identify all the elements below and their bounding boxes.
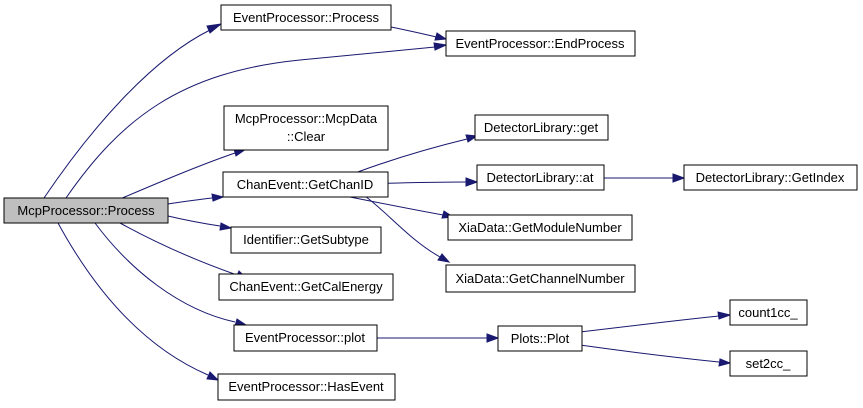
node-label: DetectorLibrary::at: [487, 170, 594, 185]
node-label: XiaData::GetChannelNumber: [455, 271, 625, 286]
edge-getchanid-to-getmodule: [344, 195, 444, 216]
node-label-line1: McpProcessor::McpData: [235, 111, 378, 126]
edge-root-to-getcalenergy: [119, 222, 238, 276]
arrowhead: [219, 222, 233, 231]
arrowhead: [486, 333, 500, 343]
edge-getchanid-to-getchannel: [364, 195, 441, 258]
node-label: McpProcessor::Process: [17, 203, 155, 218]
edge-getchanid-to-detlib-get: [354, 138, 468, 174]
node-chanevent-getchanid[interactable]: ChanEvent::GetChanID: [222, 171, 389, 198]
node-label: EventProcessor::plot: [245, 330, 365, 345]
edge-root-to-ep-process: [43, 29, 211, 199]
node-label: DetectorLibrary::get: [484, 120, 599, 135]
node-label: count1cc_: [738, 305, 798, 320]
edge-root-to-getsubtype: [167, 215, 221, 227]
edge-root-to-getchanid: [167, 197, 213, 205]
edge-root-to-ep-plot: [94, 222, 236, 323]
node-count1cc[interactable]: count1cc_: [729, 299, 808, 326]
arrowhead: [433, 42, 448, 51]
edge-ep-process-to-endprocess: [390, 26, 437, 38]
node-eventprocessor-plot[interactable]: EventProcessor::plot: [233, 324, 378, 352]
arrowhead: [717, 311, 732, 320]
arrowhead: [211, 193, 225, 202]
arrowhead: [672, 173, 686, 183]
node-label: set2cc_: [746, 356, 792, 371]
node-eventprocessor-process[interactable]: EventProcessor::Process: [220, 4, 392, 31]
node-xiadata-getchannelnumber[interactable]: XiaData::GetChannelNumber: [445, 264, 636, 293]
edge-root-to-hasevent: [57, 222, 209, 376]
node-label-line2: ::Clear: [287, 129, 326, 144]
node-label: XiaData::GetModuleNumber: [458, 220, 622, 235]
node-detectorlibrary-getindex[interactable]: DetectorLibrary::GetIndex: [683, 164, 858, 191]
nodes: McpProcessor::Process EventProcessor::Pr…: [3, 4, 858, 401]
node-detectorlibrary-get[interactable]: DetectorLibrary::get: [474, 114, 609, 141]
node-plots-plot[interactable]: Plots::Plot: [497, 325, 583, 352]
node-label: EventProcessor::EndProcess: [455, 36, 625, 51]
arrowhead: [718, 358, 732, 367]
node-identifier-getsubtype[interactable]: Identifier::GetSubtype: [230, 226, 382, 254]
edge-plots-plot-to-set2cc: [579, 344, 720, 363]
node-label: ChanEvent::GetChanID: [237, 177, 374, 192]
edge-plots-plot-to-count1cc: [579, 315, 720, 333]
node-label: EventProcessor::HasEvent: [228, 379, 384, 394]
node-chanevent-getcalenergy[interactable]: ChanEvent::GetCalEnergy: [218, 273, 394, 301]
arrowhead: [437, 253, 451, 263]
arrowhead: [465, 177, 479, 187]
node-set2cc[interactable]: set2cc_: [729, 350, 808, 377]
arrowhead: [206, 371, 220, 381]
arrowhead: [465, 134, 479, 143]
edge-root-to-mcpdata-clear: [119, 152, 236, 200]
node-label: EventProcessor::Process: [233, 10, 379, 25]
arrowhead: [434, 32, 448, 41]
node-label: Identifier::GetSubtype: [243, 232, 369, 247]
node-mcpprocessor-process[interactable]: McpProcessor::Process: [3, 197, 169, 224]
node-eventprocessor-endprocess[interactable]: EventProcessor::EndProcess: [445, 30, 636, 57]
node-label: Plots::Plot: [511, 331, 570, 346]
node-xiadata-getmodulenumber[interactable]: XiaData::GetModuleNumber: [447, 214, 633, 241]
node-detectorlibrary-at[interactable]: DetectorLibrary::at: [476, 164, 605, 191]
node-eventprocessor-hasevent[interactable]: EventProcessor::HasEvent: [217, 373, 396, 401]
node-label: ChanEvent::GetCalEnergy: [229, 279, 383, 294]
node-mcpdata-clear[interactable]: McpProcessor::McpData ::Clear: [223, 105, 389, 151]
edge-root-to-ep-endprocess: [65, 46, 436, 199]
arrowhead: [206, 23, 223, 34]
node-label: DetectorLibrary::GetIndex: [696, 170, 845, 185]
